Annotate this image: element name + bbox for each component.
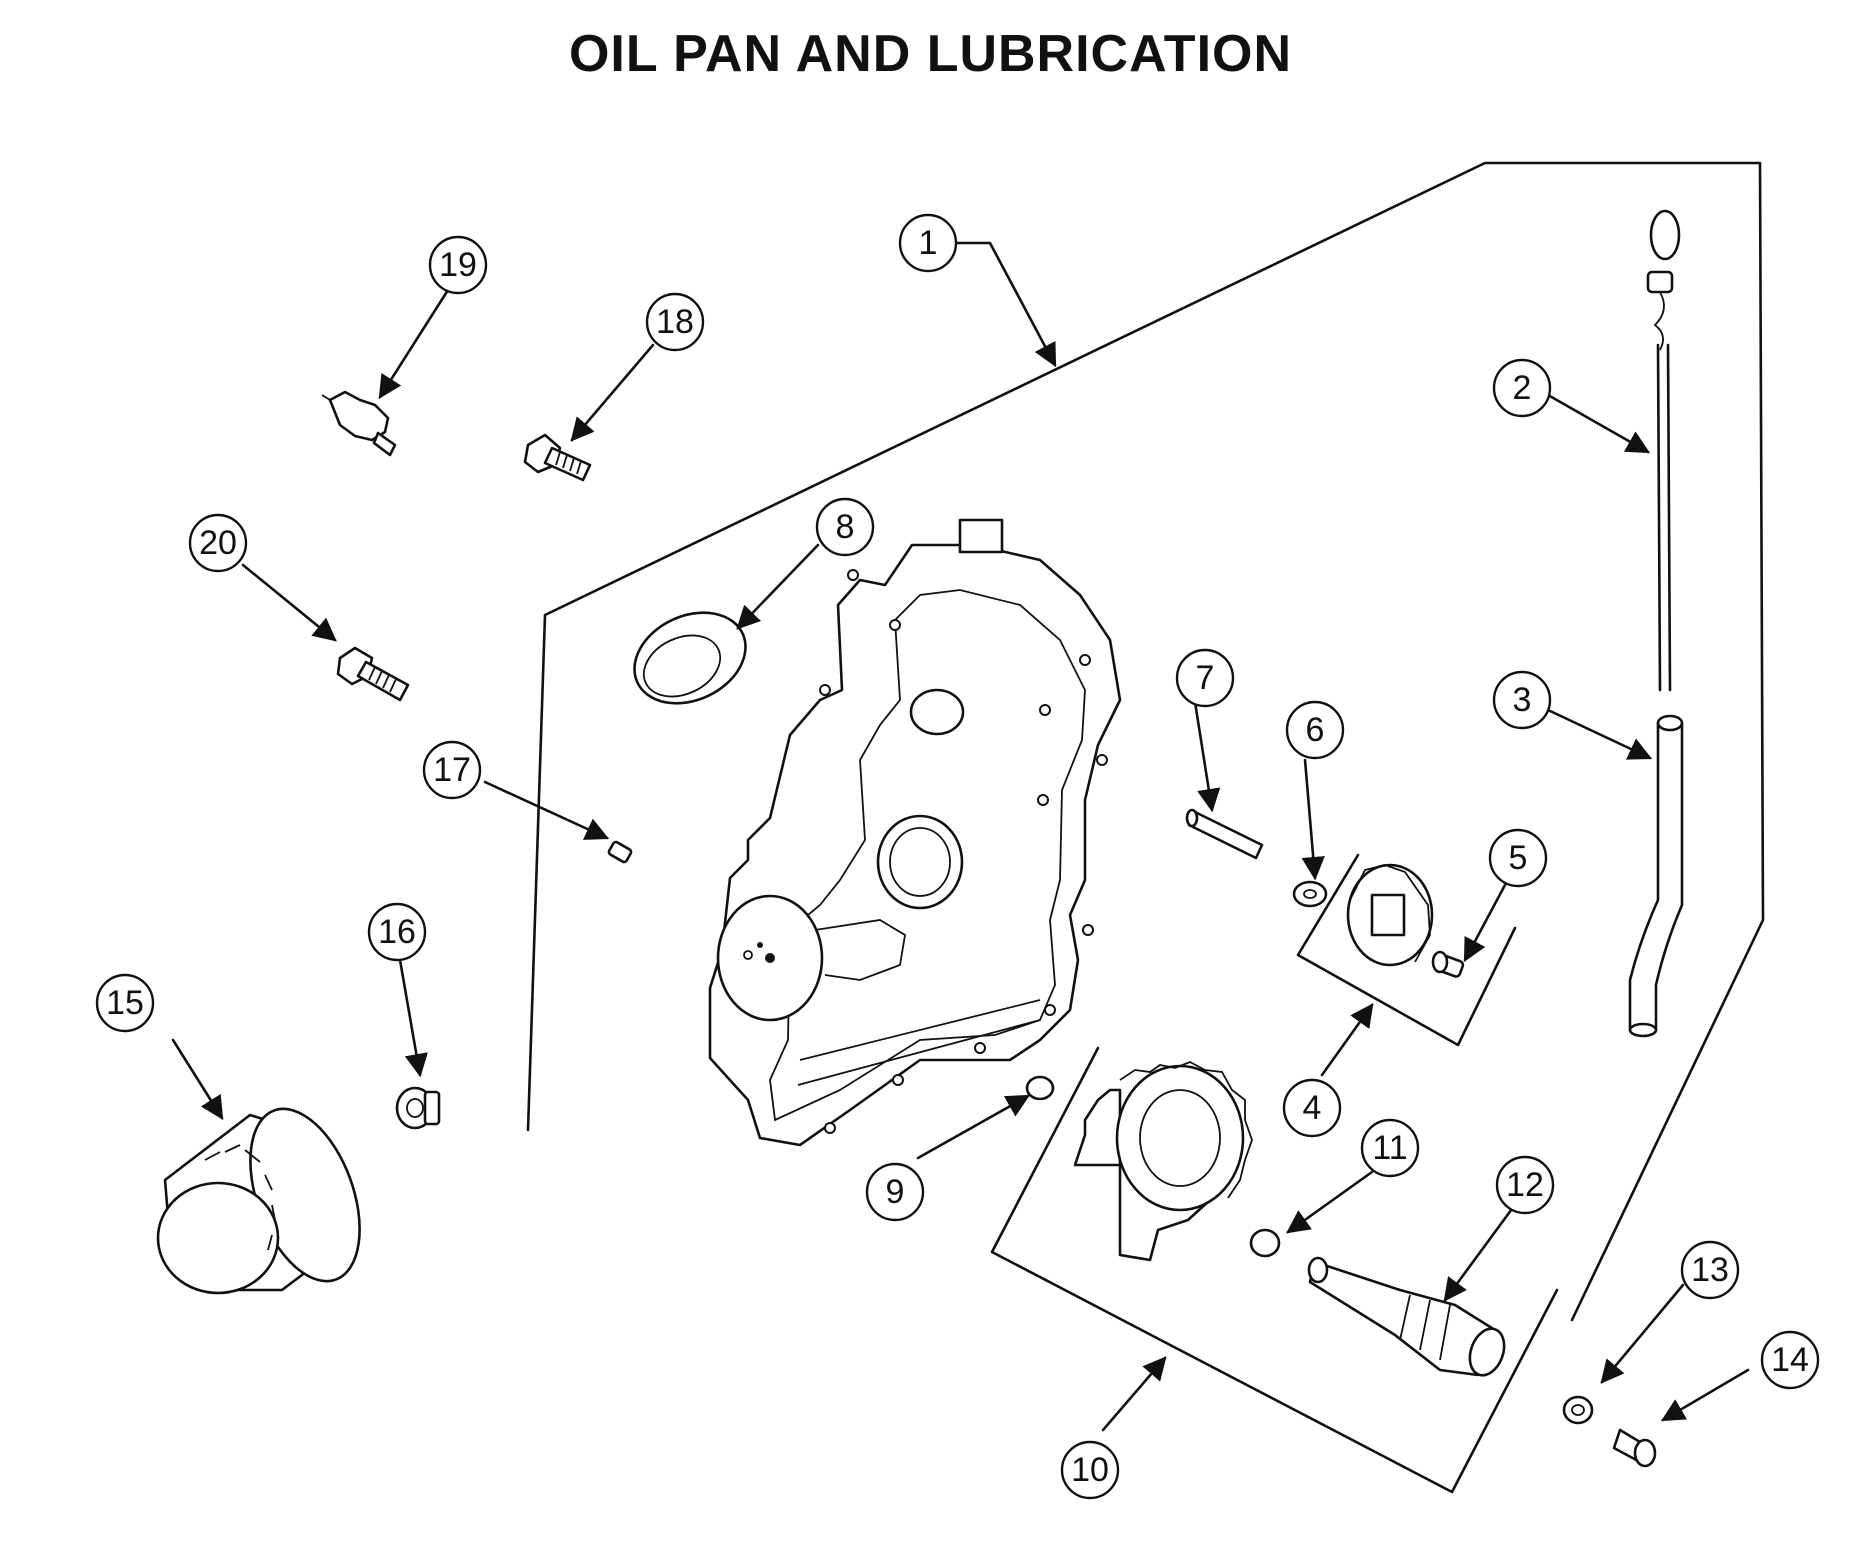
- callout-8: 8: [815, 497, 875, 557]
- washer: [1292, 880, 1328, 908]
- svg-text:11: 11: [1372, 1129, 1407, 1167]
- assembly-frame: [526, 161, 1765, 1322]
- callout-11: 11: [1360, 1118, 1420, 1178]
- svg-text:2: 2: [1513, 369, 1532, 407]
- svg-text:18: 18: [656, 303, 694, 341]
- callout-15: 15: [95, 973, 155, 1033]
- bolt-20: [336, 646, 410, 702]
- gear-group-bracket: [1296, 853, 1517, 1047]
- drain-washer: [1562, 1395, 1594, 1425]
- svg-text:14: 14: [1771, 1341, 1809, 1379]
- governor-pin: [1431, 950, 1465, 978]
- callout-3: 3: [1492, 670, 1552, 730]
- oil-pump: [1073, 1061, 1253, 1262]
- filter-adapter: [395, 1086, 441, 1130]
- oil-pan-cover: [708, 518, 1122, 1147]
- svg-text:5: 5: [1509, 839, 1528, 877]
- svg-text:12: 12: [1506, 1166, 1544, 1204]
- leader-lines: [171, 241, 1750, 1432]
- svg-text:3: 3: [1513, 681, 1532, 719]
- svg-text:15: 15: [106, 984, 144, 1022]
- callout-10: 10: [1060, 1440, 1120, 1500]
- callout-19: 19: [428, 235, 488, 295]
- svg-text:6: 6: [1306, 711, 1325, 749]
- svg-text:8: 8: [836, 508, 855, 546]
- oil-seal: [633, 611, 747, 705]
- callout-1: 1: [898, 213, 958, 273]
- svg-text:17: 17: [433, 751, 471, 789]
- svg-text:20: 20: [199, 524, 237, 562]
- callout-9: 9: [865, 1162, 925, 1222]
- callout-18: 18: [645, 292, 705, 352]
- callout-5: 5: [1488, 828, 1548, 888]
- oil-strainer: [1307, 1256, 1506, 1377]
- svg-text:1: 1: [919, 224, 938, 262]
- svg-text:19: 19: [439, 246, 477, 284]
- governor-shaft: [1185, 808, 1264, 860]
- callout-13: 13: [1680, 1240, 1740, 1300]
- oil-pressure-switch: [321, 390, 397, 457]
- o-ring-small: [1025, 1075, 1055, 1101]
- bolt-18: [523, 433, 592, 482]
- callout-17: 17: [422, 740, 482, 800]
- dipstick-tube: [1628, 714, 1684, 1038]
- o-ring-pump: [1249, 1228, 1281, 1258]
- callout-20: 20: [188, 513, 248, 573]
- svg-text:4: 4: [1303, 1089, 1322, 1127]
- small-fitting: [607, 840, 633, 864]
- callout-16: 16: [367, 902, 427, 962]
- page-title: OIL PAN AND LUBRICATION: [568, 25, 1293, 83]
- callout-2: 2: [1492, 358, 1552, 418]
- callout-14: 14: [1760, 1330, 1820, 1390]
- svg-text:9: 9: [886, 1173, 905, 1211]
- callout-4: 4: [1282, 1078, 1342, 1138]
- svg-text:10: 10: [1071, 1451, 1109, 1489]
- oil-filter: [156, 1107, 361, 1295]
- dipstick: [1646, 209, 1681, 692]
- svg-text:7: 7: [1196, 659, 1215, 697]
- callout-6: 6: [1285, 700, 1345, 760]
- callout-12: 12: [1495, 1155, 1555, 1215]
- pump-group-bracket: [990, 1046, 1559, 1494]
- svg-text:13: 13: [1691, 1251, 1729, 1289]
- governor-gear: [1346, 863, 1434, 967]
- svg-text:16: 16: [378, 913, 416, 951]
- callout-7: 7: [1175, 648, 1235, 708]
- drain-plug: [1612, 1428, 1657, 1468]
